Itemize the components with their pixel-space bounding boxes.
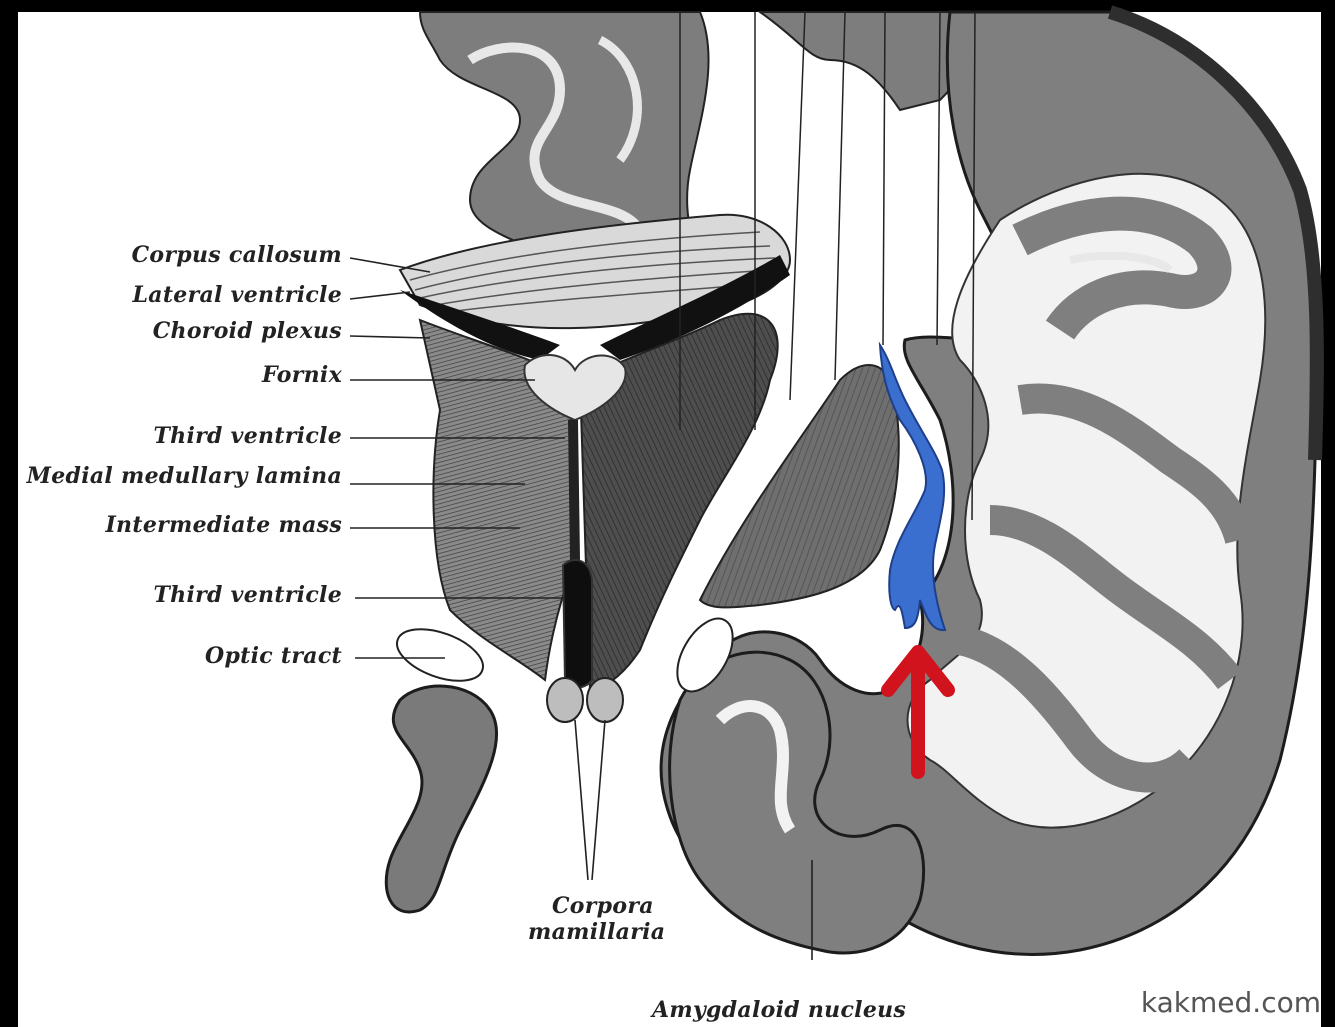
label-third-ventricle-lower: Third ventricle <box>60 582 342 608</box>
label-amygdaloid-nucleus: Amygdaloid nucleus <box>652 997 906 1023</box>
label-medial-medullary-lamina: Medial medullary lamina <box>18 463 342 489</box>
label-choroid-plexus: Choroid plexus <box>80 318 342 344</box>
third-ventricle-lower-shape <box>563 560 592 688</box>
label-corpora-mamillaria-line1: Corpora <box>552 893 654 919</box>
label-third-ventricle-upper: Third ventricle <box>60 423 342 449</box>
left-temporal-fragment <box>386 686 496 912</box>
watermark: kakmed.com <box>1141 986 1321 1019</box>
third-ventricle-line <box>568 420 580 560</box>
label-corpora-mamillaria-line2: mamillaria <box>528 919 665 945</box>
label-intermediate-mass: Intermediate mass <box>60 512 342 538</box>
label-optic-tract: Optic tract <box>80 643 342 669</box>
label-lateral-ventricle: Lateral ventricle <box>80 282 342 308</box>
label-fornix: Fornix <box>80 362 342 388</box>
label-corpus-callosum: Corpus callosum <box>80 242 342 268</box>
